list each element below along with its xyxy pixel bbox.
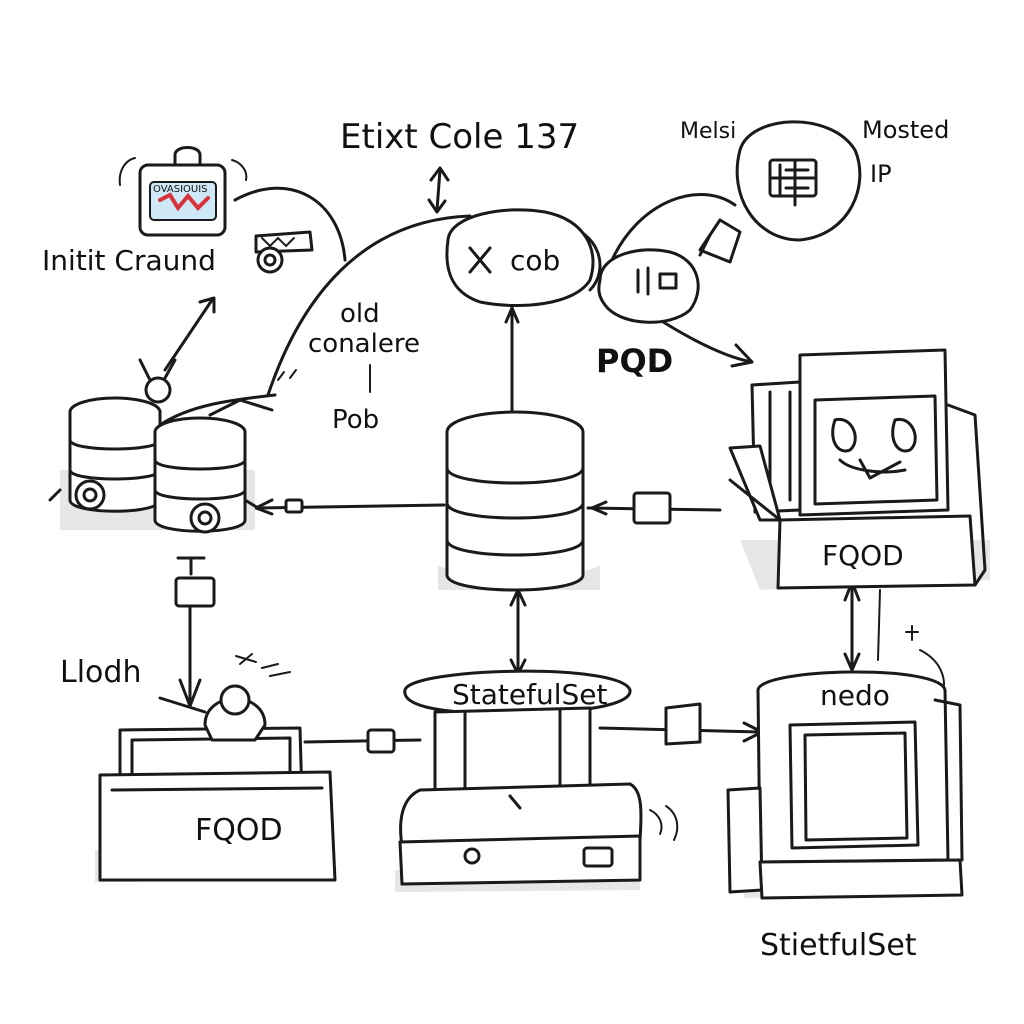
arrow-fqod-to-nedo-head-bottom (843, 652, 861, 672)
padlock-icon: OVASIOUIS (118, 146, 248, 237)
pod-ellipse-icon (445, 208, 595, 307)
statefulset-bottom-label: StietfulSet (760, 928, 917, 963)
old-container-label: old (340, 299, 380, 329)
arrow-pod-to-monitor-head (730, 343, 754, 368)
plug-icon-right (632, 491, 672, 525)
nedo-label: nedo (820, 679, 890, 712)
database-icon (438, 410, 600, 592)
arrow-cob-to-db-head (504, 306, 520, 324)
parallel-line (877, 589, 881, 661)
plug-icon (284, 498, 304, 514)
nedo-monitor (726, 670, 964, 900)
sound-waves (649, 805, 679, 841)
left-machine (48, 358, 277, 534)
pqd-label: PQD (596, 342, 673, 380)
scribble-llodh (235, 653, 291, 677)
fqod-right-label: FQOD (822, 539, 904, 572)
arc-left-to-cob (266, 214, 472, 397)
valve-icon (174, 576, 216, 608)
exit-code-arrow (435, 168, 442, 212)
exit-code-arrow-head-top (429, 166, 450, 182)
camera-icon (254, 230, 314, 274)
fqod-left-label: FQOD (195, 813, 283, 848)
exit-code-label: Etixt Cole 137 (340, 117, 579, 157)
monitor-icon (728, 348, 990, 590)
arrow-machine-to-badge (163, 298, 214, 372)
padlock-badge-text: OVASIOUIS (153, 184, 208, 195)
connectors (163, 166, 945, 841)
llodh-label: Llodh (60, 655, 141, 690)
ip-label: IP (870, 160, 892, 188)
round-monitor (698, 120, 862, 264)
line-llodh-to-statefulset (303, 738, 422, 744)
flag-icon (664, 702, 702, 746)
arc-tick-marks (277, 369, 297, 381)
arrow-machine-to-badge-head (198, 296, 216, 314)
connector-icon (366, 728, 396, 754)
valve-icon-stem (176, 556, 206, 576)
arc-padlock (233, 186, 347, 262)
mosted-label: Mosted (862, 116, 949, 144)
old-container-label-2: conalere (308, 329, 420, 359)
x-mark-icon (468, 246, 492, 274)
pod-blob (597, 248, 700, 324)
server-icon (95, 684, 337, 882)
exit-code-arrow-head-bottom (427, 198, 447, 214)
statefulset-server (395, 669, 643, 892)
line-db-to-right-head (590, 500, 608, 516)
pob-label: Pob (332, 405, 379, 435)
arc-camera-to-pod (610, 192, 737, 262)
cob-label: cob (510, 244, 560, 277)
mels-label: Melsi (680, 119, 736, 144)
initial-crash-label: Initit Craund (42, 244, 216, 277)
labels: Etixt Cole 137 Initit Craund old conaler… (42, 116, 949, 963)
arrow-pod-to-monitor (658, 318, 754, 364)
statefulset-top-label: StatefulSet (452, 678, 607, 711)
